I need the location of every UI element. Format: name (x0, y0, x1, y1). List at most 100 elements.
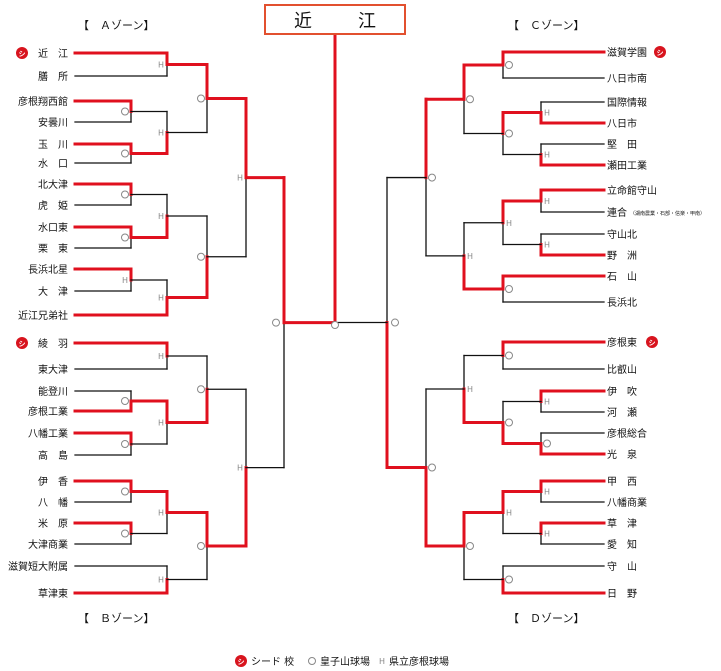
koshiyama-venue-icon (121, 190, 129, 199)
koshiyama-venue-icon (121, 529, 129, 538)
right-team-name: 伊 吹 (607, 385, 637, 398)
left-team-name: 長浜北星 (28, 264, 68, 276)
seed-icon (16, 47, 28, 59)
hikone-venue-icon: H (158, 129, 164, 138)
hikone-venue-icon: H (237, 464, 243, 473)
seed-icon-text: シ (19, 340, 26, 348)
hikone-venue-icon: H (237, 174, 243, 183)
koshiyama-venue-icon (197, 385, 205, 394)
right-team-name: 堅 田 (607, 139, 637, 151)
left-team-name: 八幡工業 (28, 427, 68, 440)
koshiyama-venue-icon (543, 439, 551, 448)
legend: シ シード 校 皇子山球場 H 県立彦根球場 (235, 655, 449, 668)
left-team-name: 栗 東 (38, 242, 68, 255)
zone-c-label: 【 Ｃゾーン】 (508, 19, 584, 32)
hikone-venue-icon: H (158, 294, 164, 303)
legend-koshiyama-text: 皇子山球場 (320, 655, 370, 668)
hikone-venue-icon: H (467, 252, 473, 261)
hikone-venue-icon: H (158, 352, 164, 361)
right-team-name: 草 津 (607, 518, 637, 530)
right-team-name: 河 瀬 (607, 407, 637, 419)
hikone-venue-icon: H (158, 61, 164, 70)
left-team-name: 八 幡 (38, 496, 68, 509)
left-team-name: 水口東 (38, 221, 68, 234)
hikone-legend-icon: H (379, 657, 385, 666)
left-team-name: 安曇川 (38, 116, 68, 129)
hikone-venue-icon: H (158, 576, 164, 585)
hikone-venue-icon: H (158, 419, 164, 428)
koshiyama-venue-icon (121, 149, 129, 158)
right-team-name: 彦根東 (607, 336, 637, 349)
seed-legend-icon-text: シ (238, 658, 245, 666)
champion-box: 近 江 (264, 4, 406, 35)
koshiyama-venue-icon (466, 95, 474, 104)
seed-icon (646, 336, 658, 348)
rengo-member-note: （湖南農業・石部・信楽・甲南） (630, 210, 705, 217)
hikone-venue-icon: H (544, 488, 550, 497)
left-team-name: 膳 所 (38, 70, 68, 83)
legend-seed-text: シード 校 (251, 655, 294, 668)
koshiyama-venue-icon (197, 542, 205, 550)
seed-icon (16, 337, 28, 349)
hikone-venue-icon: H (122, 276, 128, 285)
right-team-name: 八日市 (607, 117, 637, 130)
left-team-name: 大 津 (38, 285, 68, 298)
hikone-venue-icon: H (544, 530, 550, 539)
left-team-name: 玉 川 (38, 140, 68, 151)
hikone-venue-icon: H (544, 398, 550, 407)
left-team-name: 近 江 (38, 47, 68, 60)
hikone-venue-icon: H (544, 241, 550, 250)
right-team-name: 光 泉 (607, 448, 637, 461)
left-team-name: 近江兄弟社 (18, 309, 68, 322)
koshiyama-venue-icon (121, 397, 129, 405)
left-team-name: 綾 羽 (38, 337, 68, 350)
left-team-name: 虎 姫 (38, 199, 68, 212)
koshiyama-venue-icon (197, 94, 205, 103)
hikone-venue-icon: H (506, 219, 512, 228)
koshiyama-venue-icon (272, 318, 280, 327)
koshiyama-venue-icon (121, 440, 129, 448)
koshiyama-venue-icon (197, 252, 205, 261)
koshiyama-venue-icon (391, 318, 399, 327)
koshiyama-venue-icon (121, 487, 129, 496)
koshiyama-venue-icon (505, 418, 513, 427)
right-team-name: 甲 西 (607, 477, 637, 488)
koshiyama-venue-icon (505, 129, 513, 138)
right-team-name: 石 山 (607, 271, 637, 283)
seed-icon-text: シ (19, 50, 26, 58)
koshiyama-venue-icon (331, 321, 339, 329)
hikone-venue-icon: H (544, 109, 550, 118)
right-team-name: 野 洲 (607, 250, 637, 262)
left-team-name: 草津東 (38, 587, 68, 600)
left-team-name: 彦根工業 (28, 405, 68, 418)
koshiyama-venue-icon (121, 233, 129, 242)
hikone-venue-icon: H (467, 385, 473, 394)
left-team-name: 伊 香 (38, 476, 68, 488)
zone-d-label: 【 Ｄゾーン】 (508, 612, 584, 625)
right-team-name: 立命館守山 (607, 184, 657, 197)
left-team-name: 大津商業 (28, 538, 68, 551)
seed-icon (654, 46, 666, 58)
hikone-venue-icon: H (158, 509, 164, 518)
koshiyama-venue-icon (121, 107, 129, 116)
koshiyama-venue-icon (505, 575, 513, 584)
left-team-name: 水 口 (38, 158, 68, 170)
koshiyama-venue-icon (505, 351, 513, 360)
bracket-lines (73, 33, 606, 595)
zone-b-label: 【 Ｂゾーン】 (78, 612, 154, 625)
right-team-name: 彦根総合 (607, 427, 647, 440)
left-team-name: 滋賀短大附属 (8, 560, 68, 573)
right-team-name: 滋賀学園 (607, 46, 647, 59)
left-team-name: 北大津 (38, 178, 68, 191)
right-team-name: 連合 (607, 206, 627, 219)
left-team-name: 米 原 (38, 517, 68, 530)
seed-icon-text: シ (657, 49, 664, 57)
left-team-name: 彦根翔西館 (18, 95, 68, 108)
zone-a-label: 【 Ａゾーン】 (78, 19, 154, 32)
hikone-venue-icon: H (506, 509, 512, 518)
right-team-name: 瀬田工業 (607, 159, 647, 172)
koshiyama-venue-icon (505, 285, 513, 293)
